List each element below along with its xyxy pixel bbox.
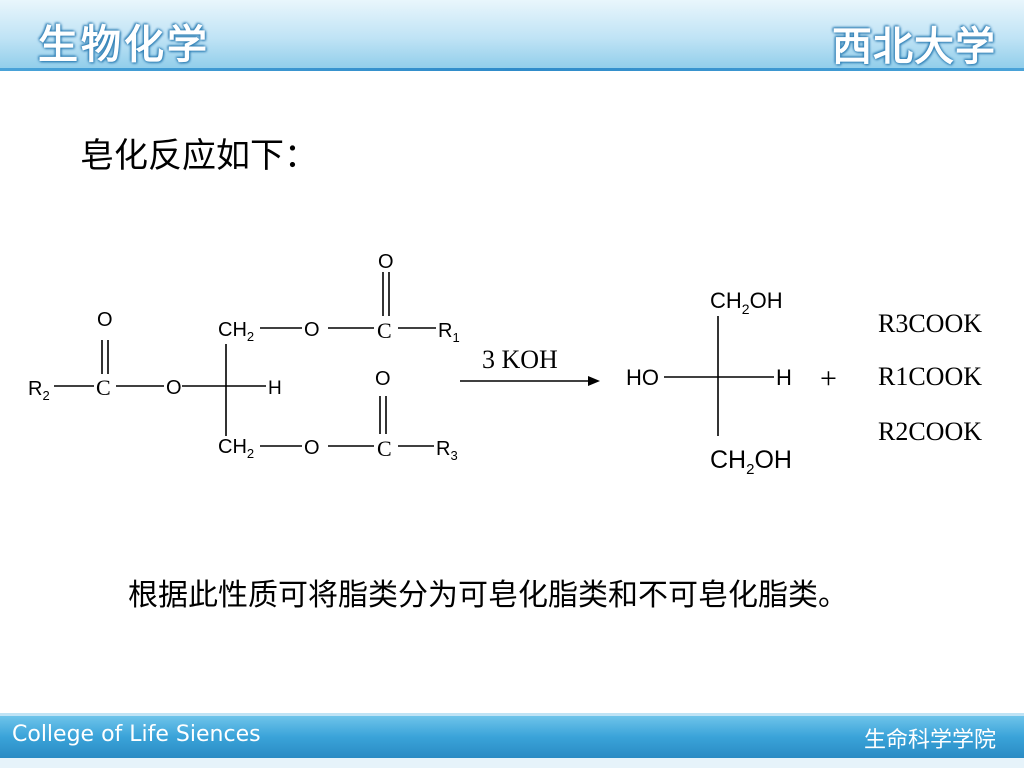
header-bar: 生物化学 西北大学 xyxy=(0,0,1024,70)
header-divider xyxy=(0,68,1024,71)
h-mid-label: H xyxy=(268,378,282,399)
college-name-cn: 生命科学学院 xyxy=(863,728,996,753)
footer-bar: College of Life Siences 生命科学学院 xyxy=(0,716,1024,758)
o-mid-label: O xyxy=(166,377,182,399)
glycerol-bottom-label: CH2OH xyxy=(710,446,792,478)
c-left-label: C xyxy=(96,375,111,400)
salt-r3cook: R3COOK xyxy=(878,309,982,338)
ch2-top-label: CH2 xyxy=(218,319,254,344)
glycerol-ho-label: HO xyxy=(626,365,659,390)
reaction-arrow-head xyxy=(588,376,600,386)
o-top-label: O xyxy=(304,319,320,341)
footer-divider xyxy=(0,713,1024,716)
course-title: 生物化学 xyxy=(38,22,210,68)
o-left-carbonyl: O xyxy=(97,309,113,331)
plus-sign: + xyxy=(820,362,837,395)
r1-label: R1 xyxy=(438,320,460,345)
glycerol-h-label: H xyxy=(776,365,792,390)
o-bottom-label: O xyxy=(304,437,320,459)
salt-r1cook: R1COOK xyxy=(878,362,982,391)
c-bottom-label: C xyxy=(377,436,392,461)
reagent-label: 3 KOH xyxy=(482,345,558,374)
section-heading: 皂化反应如下： xyxy=(80,136,318,176)
c-top-label: C xyxy=(377,318,392,343)
o-bottom-carbonyl: O xyxy=(375,368,391,390)
salt-r2cook: R2COOK xyxy=(878,417,982,446)
college-name-en: College of Life Siences xyxy=(12,722,261,747)
glycerol-top-label: CH2OH xyxy=(710,288,783,317)
r3-label: R3 xyxy=(436,438,458,463)
university-logo: 西北大学 xyxy=(832,24,996,70)
ch2-bottom-label: CH2 xyxy=(218,436,254,461)
r2-label: R2 xyxy=(28,378,50,403)
classification-note: 根据此性质可将脂类分为可皂化脂类和不可皂化脂类。 xyxy=(128,578,848,613)
o-top-carbonyl: O xyxy=(378,251,394,273)
saponification-reaction-diagram: R2 C O O H CH2 O C O R1 CH2 O C O R3 3 K… xyxy=(28,251,982,478)
footer-bottom-strip xyxy=(0,758,1024,768)
